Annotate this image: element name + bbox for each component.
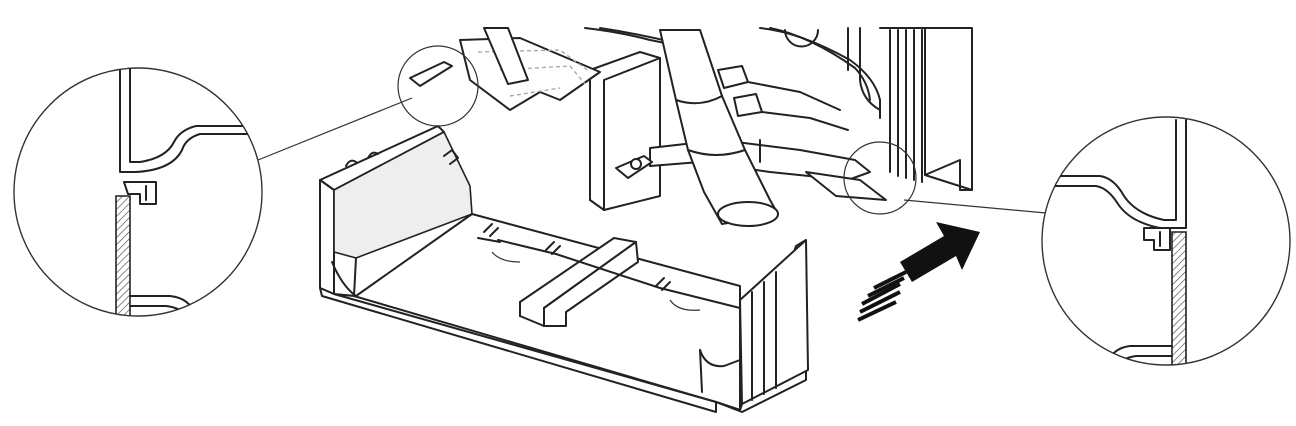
callout-marker-upper (397, 45, 479, 127)
callout-leader-lines (257, 97, 1047, 214)
detail-right (1041, 116, 1291, 366)
callout-marker-lower (843, 141, 917, 215)
drip-tray (319, 125, 809, 413)
detail-left (13, 67, 263, 317)
pipe (483, 27, 849, 227)
insertion-arrow (857, 222, 980, 322)
